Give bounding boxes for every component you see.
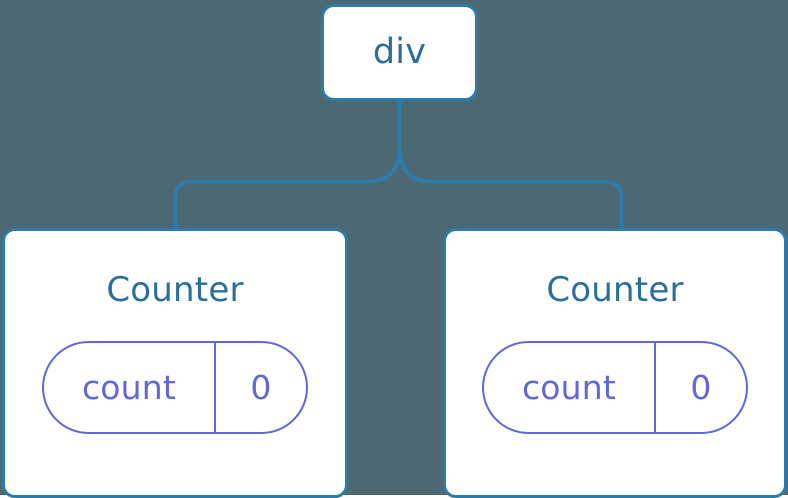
node-counter-left-label: Counter — [106, 270, 244, 310]
state-value-label: 0 — [250, 368, 272, 407]
state-pill-counter-left[interactable]: count 0 — [42, 341, 308, 434]
state-key-label: count — [81, 368, 177, 407]
state-value-cell: 0 — [656, 343, 746, 432]
state-key-label: count — [521, 368, 617, 407]
node-div[interactable]: div — [321, 4, 478, 101]
node-counter-right-label: Counter — [546, 270, 684, 310]
state-pill-counter-right[interactable]: count 0 — [482, 341, 748, 434]
state-key-cell: count — [484, 343, 656, 432]
connector-edge-right — [397, 150, 624, 232]
node-counter-right[interactable]: Counter count 0 — [443, 228, 787, 498]
node-div-label: div — [372, 32, 427, 72]
state-value-label: 0 — [690, 368, 712, 407]
node-counter-left[interactable]: Counter count 0 — [2, 228, 348, 498]
connector-edge-left — [173, 150, 402, 232]
state-value-cell: 0 — [216, 343, 306, 432]
state-key-cell: count — [44, 343, 216, 432]
